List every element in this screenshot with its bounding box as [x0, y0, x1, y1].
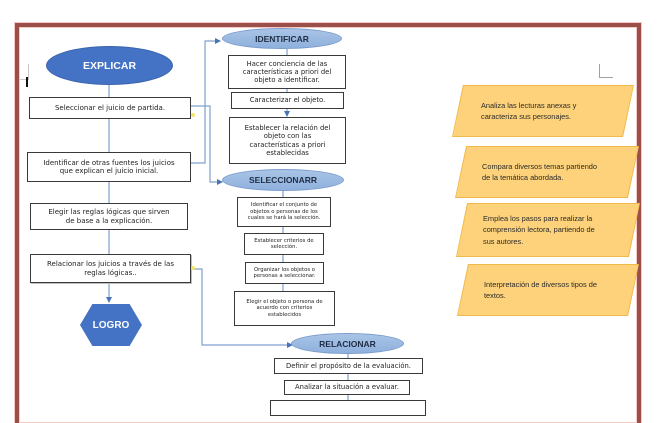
margin-corner-mark-right	[599, 64, 613, 78]
seleccionar-step-1[interactable]: Identificar el conjunto de objetos o per…	[237, 197, 331, 227]
relacionar-ellipse[interactable]: RELACIONAR	[291, 333, 404, 354]
objective-4-text: Interpretación de diversos tipos de text…	[484, 279, 597, 300]
main-step-3[interactable]: Elegir las reglas lógicas que sirven de …	[30, 203, 188, 230]
page-border	[15, 23, 641, 423]
seleccionar-step-4[interactable]: Elegir el objeto o persona de acuerdo co…	[234, 291, 335, 326]
objective-3-text: Emplea los pasos para realizar la compre…	[483, 213, 595, 246]
relacionar-label: RELACIONAR	[319, 338, 376, 349]
identificar-label: IDENTIFICAR	[255, 33, 309, 44]
objective-1-text: Analiza las lecturas anexas y caracteriz…	[481, 100, 577, 121]
logro-label: LOGRO	[92, 319, 130, 331]
main-step-2-text: Identificar de otras fuentes los juicios…	[43, 158, 175, 175]
anchor-dot	[191, 266, 195, 270]
objective-2-text: Compara diversos temas partiendo de la t…	[482, 161, 598, 182]
relacionar-step-3[interactable]	[270, 400, 426, 416]
relacionar-step-1[interactable]: Definir el propósito de la evaluación.	[274, 358, 423, 374]
explicar-ellipse[interactable]: EXPLICAR	[46, 46, 173, 85]
relacionar-step-1-text: Definir el propósito de la evaluación.	[286, 361, 411, 370]
identificar-ellipse[interactable]: IDENTIFICAR	[222, 28, 342, 49]
relacionar-step-2[interactable]: Analizar la situación a evaluar.	[284, 380, 410, 395]
main-step-2[interactable]: Identificar de otras fuentes los juicios…	[27, 152, 191, 182]
identificar-step-3-text: Establecer la relación del objeto con la…	[244, 124, 331, 157]
main-step-3-text: Elegir las reglas lógicas que sirven de …	[48, 208, 170, 225]
main-step-1-text: Seleccionar el juicio de partida.	[54, 103, 166, 112]
seleccionar-ellipse[interactable]: SELECCIONARR	[222, 169, 344, 191]
text-cursor	[26, 77, 28, 87]
identificar-step-2-text: Caracterizar el objeto.	[249, 96, 326, 105]
main-step-4[interactable]: Relacionar los juicios a través de las r…	[30, 254, 191, 283]
seleccionar-step-2-text: Establecer criterios de selección.	[254, 237, 314, 250]
relacionar-step-2-text: Analizar la situación a evaluar.	[294, 383, 399, 392]
identificar-step-1-text: Hacer conciencia de las características …	[242, 59, 332, 85]
objective-4[interactable]: Interpretación de diversos tipos de text…	[458, 265, 638, 315]
margin-corner-mark-left	[20, 64, 29, 80]
seleccionar-step-1-text: Identificar el conjunto de objetos o per…	[247, 202, 321, 222]
objective-1[interactable]: Analiza las lecturas anexas y caracteriz…	[453, 86, 633, 136]
seleccionar-label: SELECCIONARR	[248, 175, 317, 185]
objective-2[interactable]: Compara diversos temas partiendo de la t…	[456, 147, 638, 197]
anchor-dot	[191, 113, 195, 117]
logro-hexagon[interactable]: LOGRO	[80, 304, 142, 346]
main-step-4-text: Relacionar los juicios a través de las r…	[47, 260, 174, 277]
main-step-1[interactable]: Seleccionar el juicio de partida.	[29, 97, 191, 119]
seleccionar-step-2[interactable]: Establecer criterios de selección.	[244, 233, 324, 255]
identificar-step-1[interactable]: Hacer conciencia de las características …	[228, 55, 346, 89]
explicar-label: EXPLICAR	[82, 59, 137, 72]
identificar-step-3[interactable]: Establecer la relación del objeto con la…	[229, 117, 346, 164]
identificar-step-2[interactable]: Caracterizar el objeto.	[231, 92, 344, 109]
seleccionar-step-3[interactable]: Organizar los objetos o personas a selec…	[245, 262, 324, 284]
seleccionar-step-4-text: Elegir el objeto o persona de acuerdo co…	[246, 298, 323, 318]
seleccionar-step-3-text: Organizar los objetos o personas a selec…	[253, 266, 316, 279]
objective-3[interactable]: Emplea los pasos para realizar la compre…	[457, 204, 639, 256]
